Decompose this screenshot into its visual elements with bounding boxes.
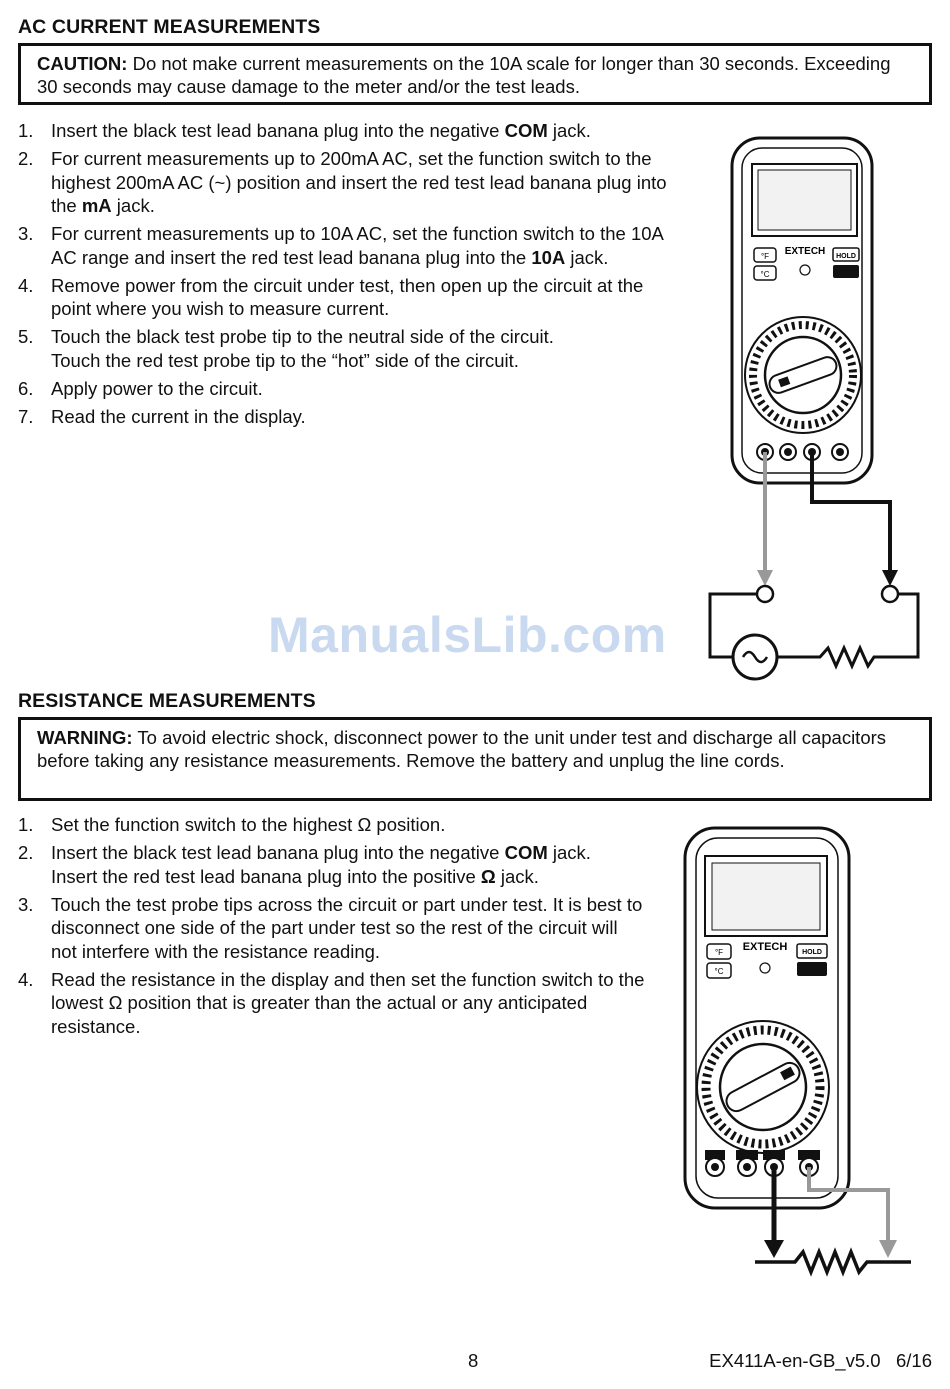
warning-label: WARNING: xyxy=(37,727,133,748)
black-lead xyxy=(810,452,892,570)
page-number: 8 xyxy=(468,1350,479,1371)
resistor-icon xyxy=(755,1247,911,1277)
list-item: 4.Remove power from the circuit under te… xyxy=(18,274,644,320)
watermark: ManualsLib.com xyxy=(268,607,667,663)
resistor-icon xyxy=(777,592,920,670)
red-lead xyxy=(807,1167,890,1240)
document-id: EX411A-en-GB_v5.0 6/16 xyxy=(709,1350,932,1371)
ac-current-heading: AC CURRENT MEASUREMENTS xyxy=(18,16,321,38)
list-item: 6.Apply power to the circuit. xyxy=(18,377,263,399)
multimeter-resistance-diagram: °F °C EXTECH HOLD xyxy=(683,826,911,1277)
button-f: °F xyxy=(715,948,723,957)
resistance-steps-list: 1.Set the function switch to the highest… xyxy=(18,813,648,1043)
list-item: 3.For current measurements up to 10A AC,… xyxy=(18,223,663,268)
hold-button: HOLD xyxy=(802,949,822,956)
ac-circuit xyxy=(708,584,920,681)
brand-logo: EXTECH xyxy=(743,941,788,953)
input-jacks xyxy=(705,1150,820,1177)
button-c: °C xyxy=(761,270,770,279)
list-item: 5.Touch the black test probe tip to the … xyxy=(18,326,554,371)
warning-box: WARNING: To avoid electric shock, discon… xyxy=(18,717,932,801)
button-c: °C xyxy=(715,967,724,976)
hold-button: HOLD xyxy=(836,253,856,260)
ac-steps-list: 1.Insert the black test lead banana plug… xyxy=(18,119,686,433)
list-item: 2.Insert the black test lead banana plug… xyxy=(18,842,591,887)
list-item: 1.Insert the black test lead banana plug… xyxy=(18,120,591,141)
caution-box: CAUTION: Do not make current measurement… xyxy=(18,43,932,105)
ac-symbol-icon: ~ xyxy=(214,171,226,193)
resistance-heading: RESISTANCE MEASUREMENTS xyxy=(18,690,316,712)
multimeter-ac-diagram: °F °C EXTECH HOLD xyxy=(708,136,920,681)
button-f: °F xyxy=(761,252,769,261)
list-item: 7.Read the current in the display. xyxy=(18,405,306,427)
list-item: 3.Touch the test probe tips across the c… xyxy=(18,893,643,962)
list-item: 2.For current measurements up to 200mA A… xyxy=(18,148,667,216)
brand-logo: EXTECH xyxy=(785,246,826,257)
caution-text: Do not make current measurements on the … xyxy=(37,53,891,97)
caution-label: CAUTION: xyxy=(37,53,128,74)
rotary-dial xyxy=(696,1020,830,1154)
warning-text: To avoid electric shock, disconnect powe… xyxy=(37,727,887,771)
list-item: 1.Set the function switch to the highest… xyxy=(18,814,446,835)
list-item: 4.Read the resistance in the display and… xyxy=(18,968,645,1037)
rotary-dial xyxy=(744,316,862,434)
